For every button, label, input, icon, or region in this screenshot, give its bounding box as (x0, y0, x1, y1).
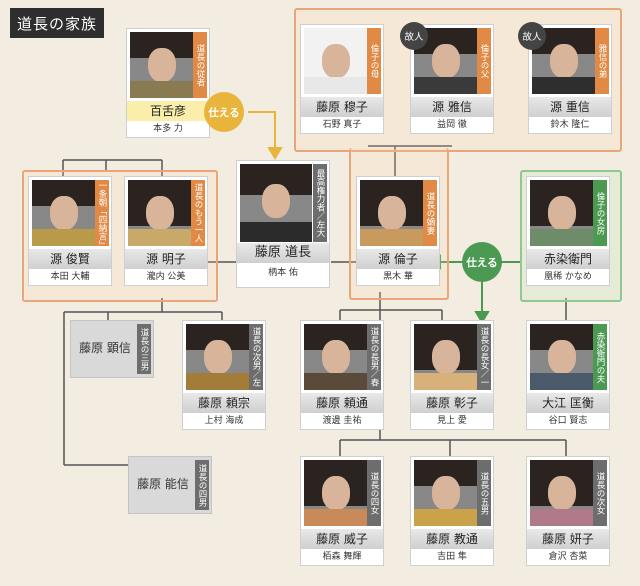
person-name: 藤原 妍子 (527, 529, 609, 549)
role-label: 道長の次女 (593, 460, 607, 526)
role-label: 雅信の弟 (595, 28, 609, 94)
person-name: 赤染衛門 (527, 249, 609, 269)
person-card-momozuhiko[interactable]: 道長の従者 百舌彦 本多 力 (126, 28, 210, 138)
role-label: 道長の四男 (195, 460, 209, 510)
actor-name: 渡邊 圭祐 (322, 416, 362, 426)
actor-name: 益岡 徹 (437, 120, 467, 130)
person-card-yoshinobu[interactable]: 藤原 能信 道長の四男 (128, 456, 212, 514)
role-label: 最高権力者／左大臣・内覧 (313, 164, 327, 242)
portrait-image (360, 180, 424, 246)
person-card-yorimichi[interactable]: 道長の長男／春宮権大夫 藤原 頼通 渡邊 圭祐 (300, 320, 384, 430)
person-card-ishi[interactable]: 道長の四女 藤原 威子 栢森 舞輝 (300, 456, 384, 566)
portrait-image (304, 324, 368, 390)
person-name: 藤原 頼通 (301, 393, 383, 413)
person-name: 藤原 道長 (237, 243, 329, 263)
person-name: 源 明子 (125, 249, 207, 269)
person-card-akazome[interactable]: 倫子の女房 赤染衛門 凰稀 かなめ (526, 176, 610, 286)
deceased-badge: 故人 (400, 22, 428, 50)
actor-name: 瀧内 公美 (146, 272, 186, 282)
actor-name: 栢森 舞輝 (322, 552, 362, 562)
person-name: 藤原 威子 (301, 529, 383, 549)
role-label: 道長の長女／一条天皇の中宮 (477, 324, 491, 390)
role-label: 一条朝「四納言」／権中納言 (95, 180, 109, 246)
actor-name: 上村 海成 (204, 416, 244, 426)
person-card-bokushi[interactable]: 倫子の母 藤原 穆子 石野 真子 (300, 24, 384, 134)
person-card-yorimune[interactable]: 道長の次男／左少将 藤原 頼宗 上村 海成 (182, 320, 266, 430)
person-name: 藤原 彰子 (411, 393, 493, 413)
role-label: 道長の嫡妻 (423, 180, 437, 246)
person-card-shoshi[interactable]: 道長の長女／一条天皇の中宮 藤原 彰子 見上 愛 (410, 320, 494, 430)
actor-name: 鈴木 隆仁 (550, 120, 590, 130)
portrait-image (414, 324, 478, 390)
portrait-image (304, 460, 368, 526)
role-label: 道長の次男／左少将 (249, 324, 263, 390)
person-card-masahira[interactable]: 赤染衛門の夫 大江 匡衡 谷口 賢志 (526, 320, 610, 430)
role-label: 倫子の女房 (593, 180, 607, 246)
serves-badge-yellow: 仕える (204, 92, 244, 132)
actor-name: 本多 力 (153, 124, 183, 134)
actor-name: 黒木 華 (383, 272, 413, 282)
person-name: 藤原 顕信 (79, 341, 131, 355)
portrait-image (240, 164, 312, 242)
role-label: 道長の五男 (477, 460, 491, 526)
person-card-michinaga[interactable]: 最高権力者／左大臣・内覧 藤原 道長 柄本 佑 (236, 160, 330, 288)
person-card-rinshi[interactable]: 道長の嫡妻 源 倫子 黒木 華 (356, 176, 440, 286)
person-name: 藤原 教通 (411, 529, 493, 549)
actor-name: 石野 真子 (322, 120, 362, 130)
person-name: 藤原 能信 (137, 477, 189, 491)
person-name: 大江 匡衡 (527, 393, 609, 413)
role-label: 倫子の母 (367, 28, 381, 94)
role-label: 道長の長男／春宮権大夫 (367, 324, 381, 390)
role-label: 倫子の父 (477, 28, 491, 94)
actor-name: 柄本 佑 (268, 268, 298, 278)
role-label: 道長の四女 (367, 460, 381, 526)
role-label: 道長のもう一人の妻 (191, 180, 205, 246)
portrait-image (530, 324, 594, 390)
portrait-image (414, 460, 478, 526)
portrait-image (304, 28, 368, 94)
page-title: 道長の家族 (10, 8, 104, 38)
portrait-image (32, 180, 96, 246)
serves-badge-green: 仕える (462, 242, 502, 282)
person-card-toshikata[interactable]: 一条朝「四納言」／権中納言 源 俊賢 本田 大輔 (28, 176, 112, 286)
portrait-image (128, 180, 192, 246)
actor-name: 凰稀 かなめ (544, 272, 592, 282)
portrait-image (530, 180, 594, 246)
person-card-akinobu[interactable]: 藤原 顕信 道長の三男 (70, 320, 154, 378)
role-label: 道長の三男 (137, 324, 151, 374)
person-card-meishi[interactable]: 道長のもう一人の妻 源 明子 瀧内 公美 (124, 176, 208, 286)
person-name: 藤原 頼宗 (183, 393, 265, 413)
deceased-badge: 故人 (518, 22, 546, 50)
actor-name: 谷口 賢志 (548, 416, 588, 426)
portrait-image (130, 32, 194, 98)
person-name: 藤原 穆子 (301, 97, 383, 117)
person-name: 源 倫子 (357, 249, 439, 269)
person-name: 源 重信 (529, 97, 611, 117)
portrait-image (186, 324, 250, 390)
role-label: 道長の従者 (193, 32, 207, 98)
actor-name: 本田 大輔 (50, 272, 90, 282)
person-name: 源 俊賢 (29, 249, 111, 269)
person-card-norimichi[interactable]: 道長の五男 藤原 教通 吉田 隼 (410, 456, 494, 566)
role-label: 赤染衛門の夫 (593, 324, 607, 390)
person-card-shigenobu[interactable]: 雅信の弟 源 重信 鈴木 隆仁 (528, 24, 612, 134)
portrait-image (530, 460, 594, 526)
actor-name: 吉田 隼 (437, 552, 467, 562)
person-name: 百舌彦 (127, 101, 209, 121)
actor-name: 倉沢 杏菜 (548, 552, 588, 562)
person-name: 源 雅信 (411, 97, 493, 117)
actor-name: 見上 愛 (437, 416, 467, 426)
person-card-kenshi[interactable]: 道長の次女 藤原 妍子 倉沢 杏菜 (526, 456, 610, 566)
